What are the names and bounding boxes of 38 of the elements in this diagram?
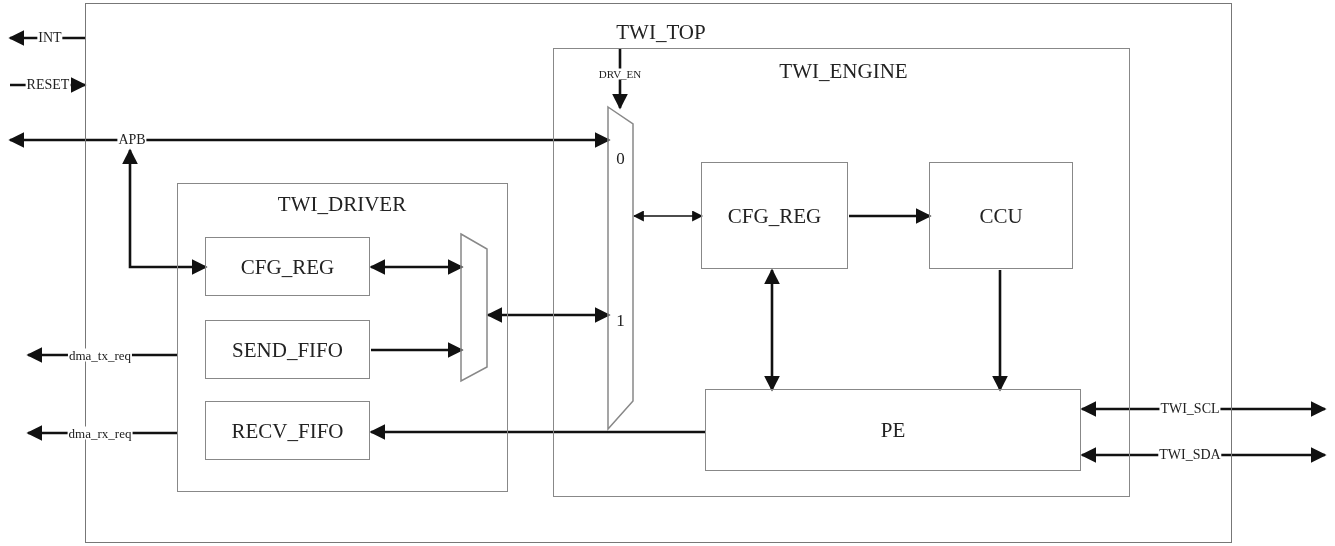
arrow [371, 342, 464, 358]
block-box [701, 162, 848, 269]
block-label: CCU [978, 205, 1024, 226]
block-box [929, 162, 1073, 269]
block-label: SEND_FIFO [231, 339, 344, 360]
arrow [369, 259, 464, 275]
arrow [849, 208, 932, 224]
input-label: 0 [615, 150, 626, 167]
block-label: CFG_REG [239, 256, 336, 277]
module-box [176, 182, 508, 492]
module-title: TWI_TOP [615, 22, 707, 43]
signal-label: TWI_SCL [1159, 402, 1221, 416]
block-box [205, 237, 370, 296]
block-box [705, 389, 1081, 471]
arrow [122, 148, 208, 275]
block-box [205, 320, 370, 379]
arrow [369, 424, 706, 440]
arrow [992, 270, 1008, 392]
block-box [205, 401, 370, 460]
module-box [552, 47, 1130, 497]
signal-label: INT [37, 31, 63, 45]
arrow [632, 210, 704, 222]
signal-label: dma_rx_req [67, 426, 133, 440]
arrow [8, 132, 611, 148]
signal-label: dma_tx_req [67, 348, 133, 362]
signal-label: TWI_SDA [1158, 448, 1222, 462]
module-title: TWI_DRIVER [276, 193, 408, 215]
arrow [486, 307, 611, 323]
arrow [612, 48, 628, 110]
input-label: 1 [615, 312, 626, 329]
signal-label: APB [117, 133, 147, 147]
signal-label: RESET [25, 78, 71, 92]
block-label: CFG_REG [726, 205, 823, 226]
signal-label: DRV_EN [597, 68, 643, 80]
module-title: TWI_ENGINE [778, 60, 909, 82]
block-label: RECV_FIFO [230, 420, 345, 441]
block-label: PE [879, 419, 907, 441]
arrow [764, 268, 780, 392]
